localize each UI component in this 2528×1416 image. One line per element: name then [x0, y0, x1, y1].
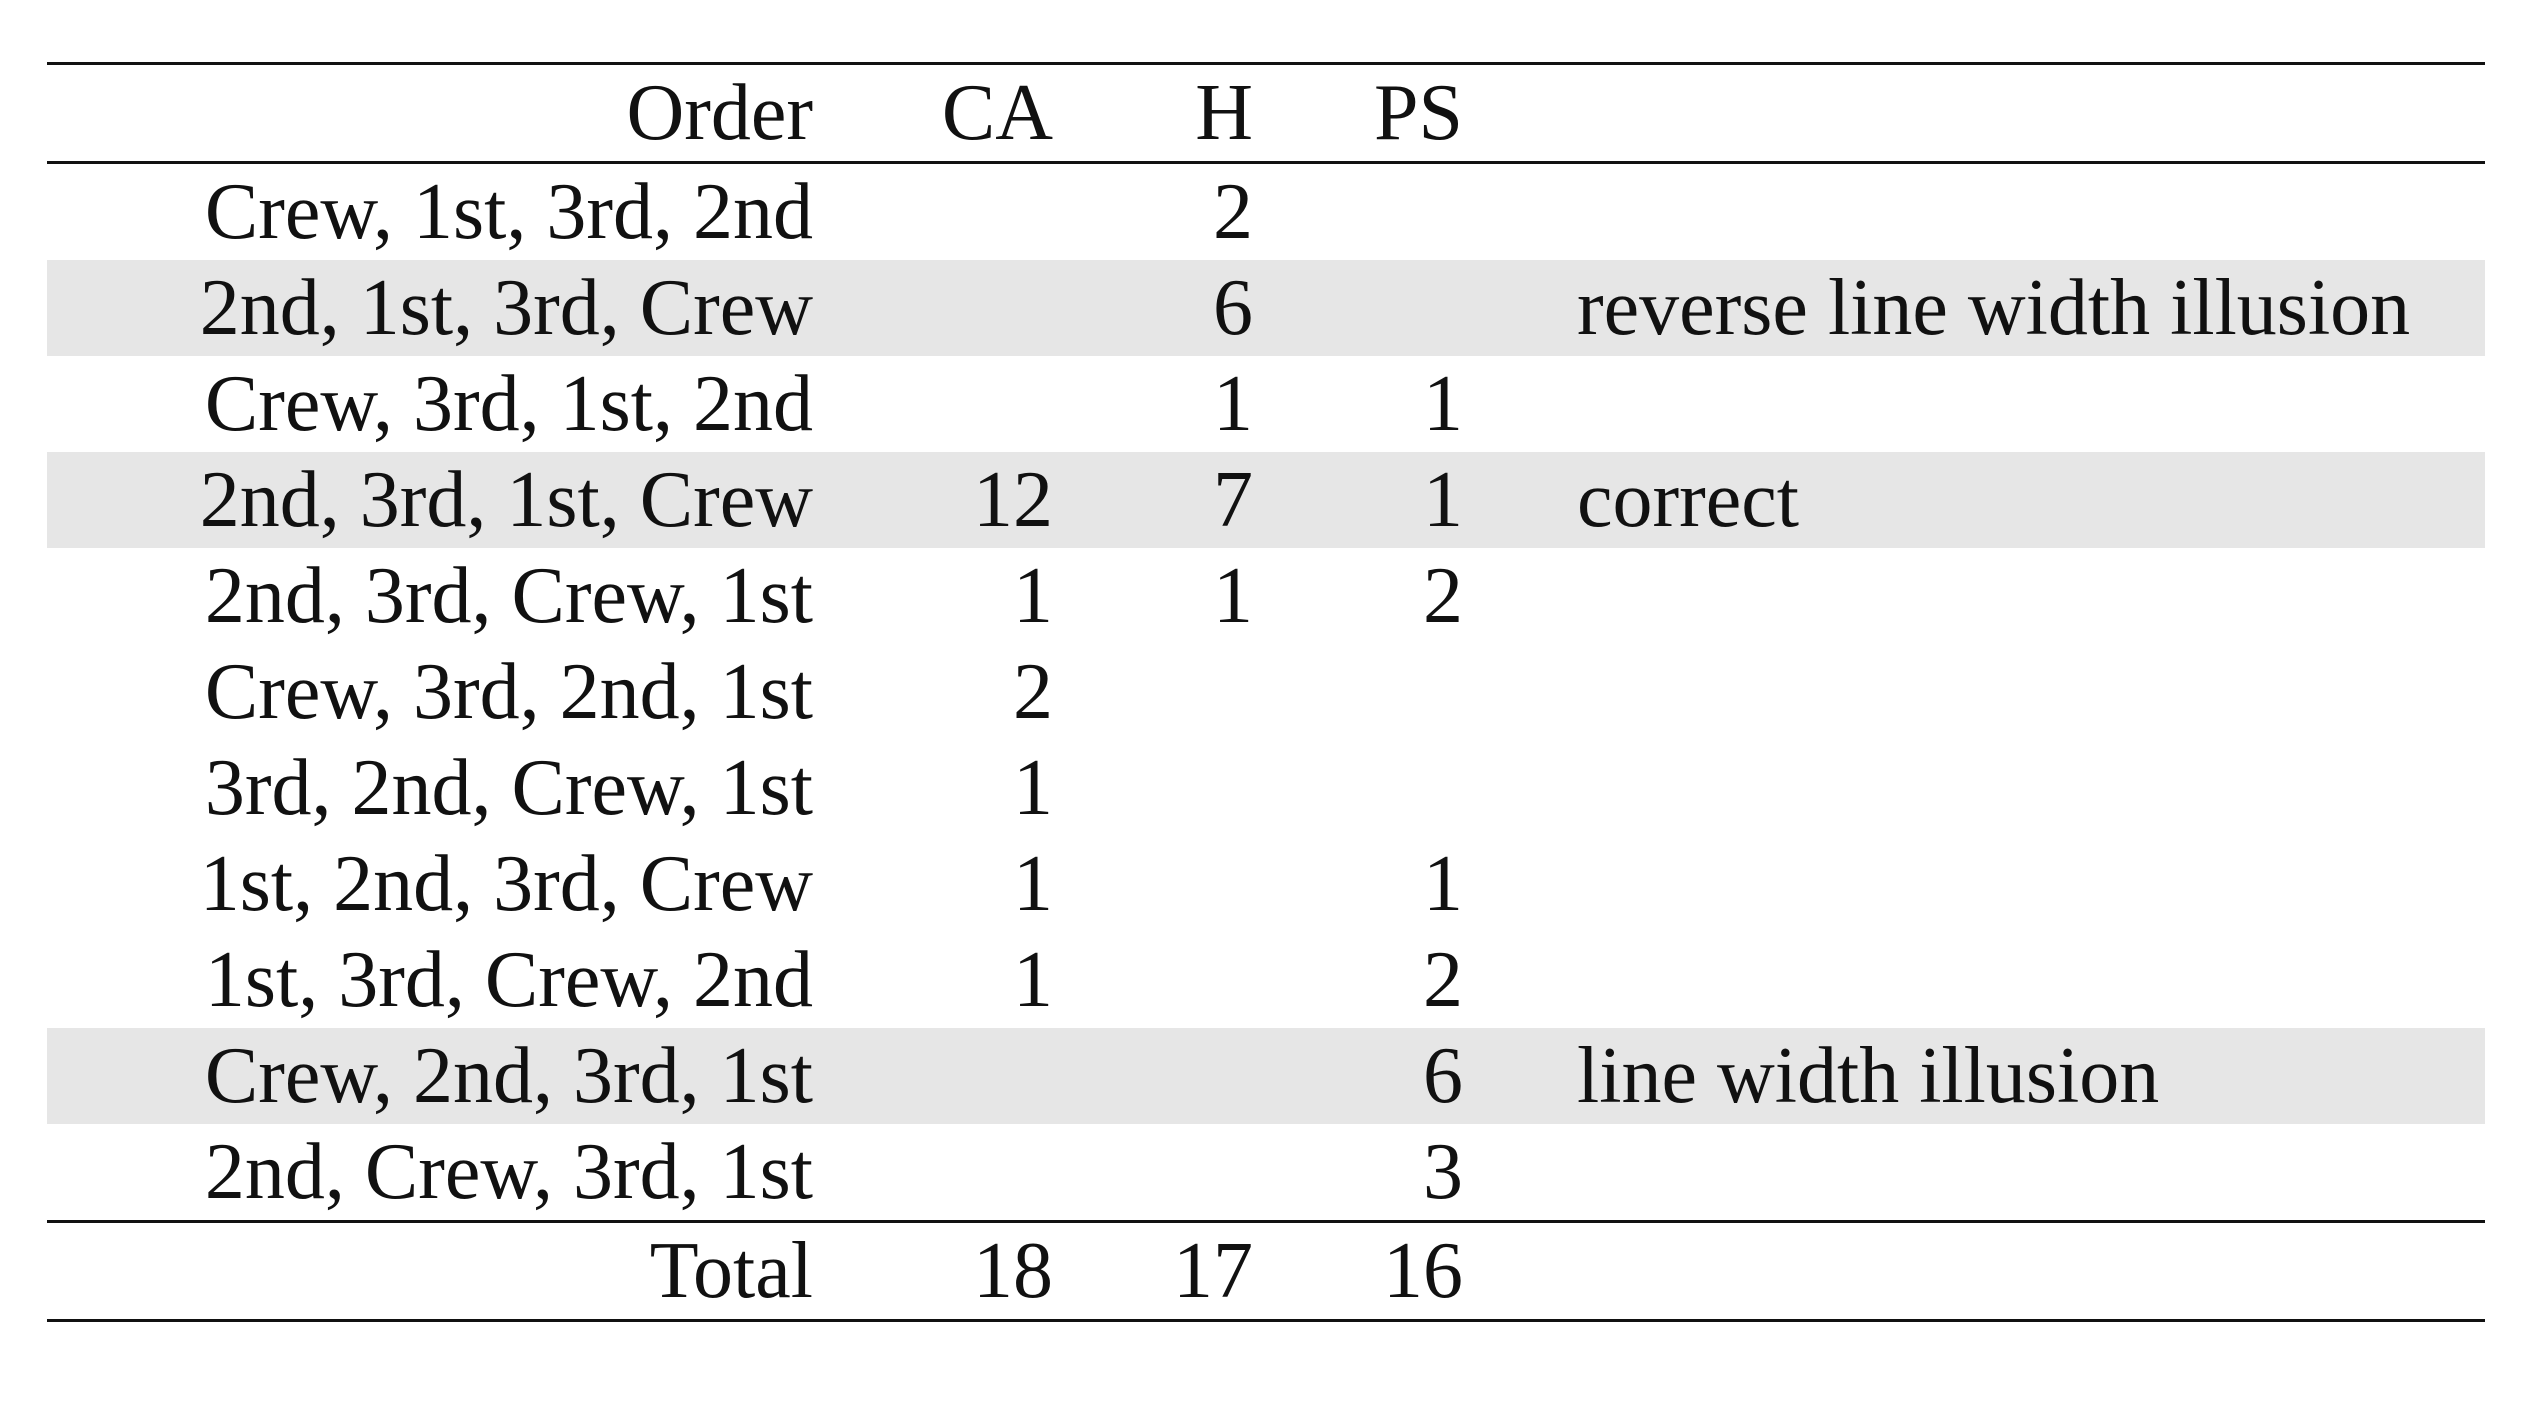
- cell-h: [1057, 644, 1257, 740]
- cell-ps: [1257, 740, 1467, 836]
- total-ps: 16: [1383, 1227, 1463, 1315]
- cell-ca: 1: [1013, 936, 1053, 1024]
- cell-note: reverse line width illusion: [1467, 260, 2485, 356]
- header-row: Order CA H PS: [47, 63, 2485, 163]
- total-note: [1467, 1222, 2485, 1321]
- cell-note: [1467, 1124, 2485, 1222]
- total-label: Total: [649, 1227, 813, 1315]
- cell-order: 3rd, 2nd, Crew, 1st: [204, 744, 813, 832]
- cell-h: 2: [1213, 168, 1253, 256]
- cell-order: Crew, 3rd, 2nd, 1st: [204, 648, 813, 736]
- table-row: 1st, 3rd, Crew, 2nd 1 2: [47, 932, 2485, 1028]
- table-body: Crew, 1st, 3rd, 2nd 2 2nd, 1st, 3rd, Crew 6…: [47, 163, 2485, 1222]
- cell-note: [1467, 163, 2485, 261]
- cell-h: [1057, 1028, 1257, 1124]
- total-ca: 18: [973, 1227, 1053, 1315]
- table-row: 2nd, 3rd, Crew, 1st 1 1 2: [47, 548, 2485, 644]
- cell-order: 1st, 3rd, Crew, 2nd: [204, 936, 813, 1024]
- table-footer: Total 18 17 16: [47, 1221, 2485, 1321]
- cell-note: [1467, 932, 2485, 1028]
- table-row: Crew, 1st, 3rd, 2nd 2: [47, 163, 2485, 261]
- table-row: 3rd, 2nd, Crew, 1st 1: [47, 740, 2485, 836]
- cell-order: 2nd, 3rd, Crew, 1st: [204, 552, 813, 640]
- cell-h: 6: [1057, 260, 1257, 356]
- cell-order: Crew, 3rd, 1st, 2nd: [204, 360, 813, 448]
- cell-ca: [817, 1124, 1057, 1222]
- total-h: 17: [1173, 1227, 1253, 1315]
- cell-ps: 3: [1423, 1128, 1463, 1216]
- cell-ca: 12: [817, 452, 1057, 548]
- cell-ca: 2: [1013, 648, 1053, 736]
- cell-ca: 1: [1013, 840, 1053, 928]
- cell-ps: [1257, 163, 1467, 261]
- header-order: Order: [626, 69, 813, 157]
- cell-ps: [1257, 644, 1467, 740]
- cell-note: [1467, 644, 2485, 740]
- cell-ps: 2: [1423, 936, 1463, 1024]
- cell-ps: [1257, 260, 1467, 356]
- cell-note: [1467, 356, 2485, 452]
- cell-ca: [817, 163, 1057, 261]
- header-note: [1467, 64, 2485, 163]
- cell-note: line width illusion: [1467, 1028, 2485, 1124]
- cell-order: 2nd, 1st, 3rd, Crew: [47, 260, 817, 356]
- cell-ps: 1: [1257, 452, 1467, 548]
- header-h: H: [1195, 69, 1253, 157]
- cell-ca: [817, 1028, 1057, 1124]
- cell-order: 2nd, Crew, 3rd, 1st: [204, 1128, 813, 1216]
- cell-ps: 1: [1423, 360, 1463, 448]
- cell-h: [1057, 740, 1257, 836]
- cell-h: [1057, 836, 1257, 932]
- header-ps: PS: [1374, 69, 1463, 157]
- table-row: 2nd, Crew, 3rd, 1st 3: [47, 1124, 2485, 1222]
- cell-ca: [817, 260, 1057, 356]
- cell-h: 1: [1213, 552, 1253, 640]
- table-row: Crew, 3rd, 1st, 2nd 1 1: [47, 356, 2485, 452]
- cell-note: [1467, 740, 2485, 836]
- table-header: Order CA H PS: [47, 63, 2485, 163]
- cell-order: 2nd, 3rd, 1st, Crew: [47, 452, 817, 548]
- table-row: 2nd, 1st, 3rd, Crew 6 reverse line width i…: [47, 260, 2485, 356]
- cell-h: [1057, 1124, 1257, 1222]
- cell-ca: [817, 356, 1057, 452]
- cell-h: 1: [1213, 360, 1253, 448]
- cell-order: 1st, 2nd, 3rd, Crew: [199, 840, 813, 928]
- table-row: Crew, 3rd, 2nd, 1st 2: [47, 644, 2485, 740]
- cell-note: [1467, 548, 2485, 644]
- cell-h: [1057, 932, 1257, 1028]
- table-row: 1st, 2nd, 3rd, Crew 1 1: [47, 836, 2485, 932]
- cell-ca: 1: [1013, 552, 1053, 640]
- cell-ca: 1: [1013, 744, 1053, 832]
- cell-ps: 6: [1257, 1028, 1467, 1124]
- cell-order: Crew, 1st, 3rd, 2nd: [204, 168, 813, 256]
- cell-note: correct: [1467, 452, 2485, 548]
- cell-ps: 2: [1423, 552, 1463, 640]
- cell-ps: 1: [1423, 840, 1463, 928]
- header-ca: CA: [941, 69, 1053, 157]
- cell-note: [1467, 836, 2485, 932]
- cell-order: Crew, 2nd, 3rd, 1st: [47, 1028, 817, 1124]
- total-row: Total 18 17 16: [47, 1221, 2485, 1321]
- cell-h: 7: [1057, 452, 1257, 548]
